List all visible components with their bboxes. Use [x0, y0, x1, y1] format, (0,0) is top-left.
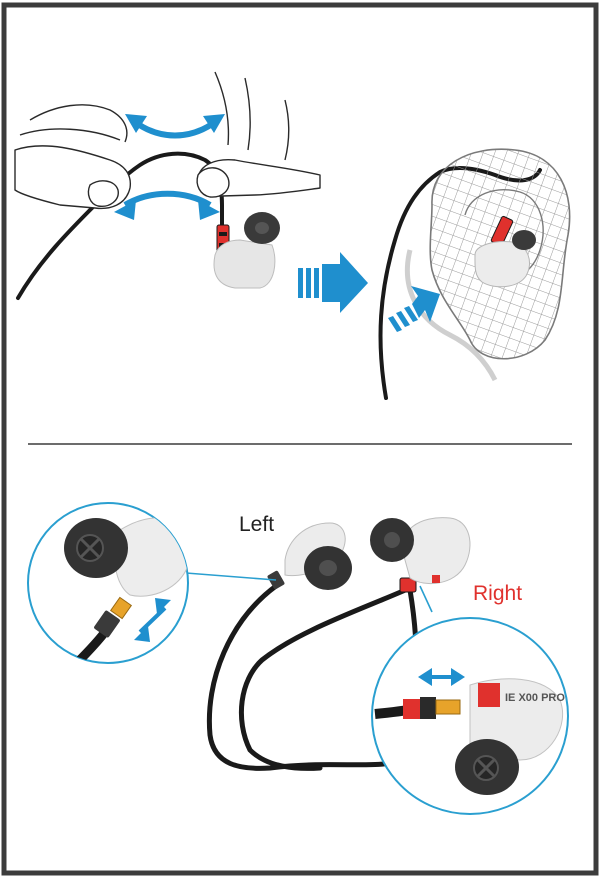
earphone-small-icon: [213, 212, 280, 289]
bend-arrow-bottom-icon: [123, 190, 212, 208]
push-arrow-icon: [388, 286, 440, 332]
connect-arrow-left-icon: [138, 606, 167, 634]
label-right: Right: [473, 582, 522, 605]
callout-line-left: [185, 572, 277, 581]
earbud-right-icon: [370, 517, 471, 593]
bend-arrow-top-icon: [133, 119, 217, 139]
callout-line-right: [419, 585, 433, 613]
next-step-arrow-icon: [298, 252, 368, 313]
step-insert-in-ear: [378, 148, 571, 400]
step-connect-left-right: Left Right: [27, 502, 569, 815]
model-label: IE X00 PRO: [505, 692, 565, 704]
left-hand-icon: [14, 104, 132, 210]
right-hand-icon: [196, 71, 321, 198]
callout-left-detail: [27, 502, 189, 664]
callout-right-detail: IE X00 PRO: [371, 617, 569, 815]
earbud-left-icon: [267, 522, 352, 590]
label-left: Left: [239, 513, 274, 536]
step-bend-cable: [14, 71, 321, 300]
